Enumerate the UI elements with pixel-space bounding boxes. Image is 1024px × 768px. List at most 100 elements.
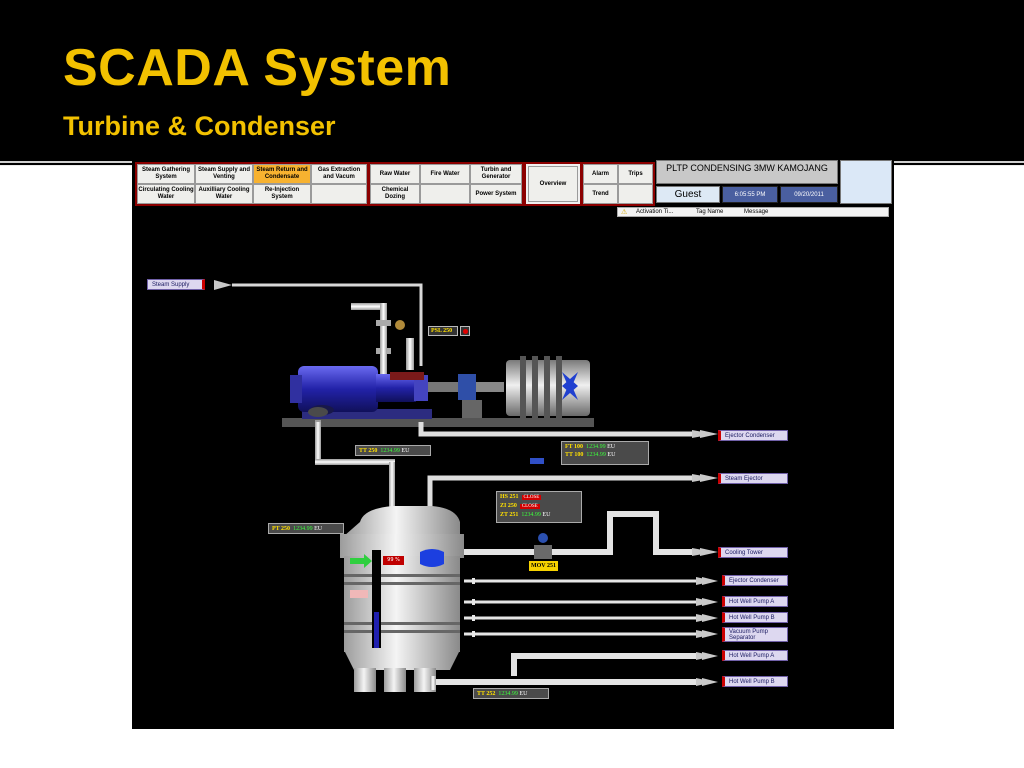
generator bbox=[506, 356, 590, 420]
tt-252-value: 1234.99 bbox=[498, 691, 518, 697]
nav-trend[interactable]: Trend bbox=[583, 184, 618, 204]
exhaust-pipe bbox=[315, 420, 395, 520]
nav-power-system[interactable]: Power System bbox=[470, 184, 522, 204]
nav-gas-extraction[interactable]: Gas Extraction and Vacum bbox=[311, 164, 367, 184]
steam-supply-pipe bbox=[232, 283, 423, 366]
turbine-base bbox=[282, 418, 594, 427]
hs-251-state: CLOSE bbox=[521, 495, 542, 500]
exhaust-pipe-drop bbox=[389, 462, 395, 517]
ft-100-unit: EU bbox=[607, 444, 616, 450]
user-name[interactable]: Guest bbox=[656, 186, 720, 203]
exhaust-pipe-vertical bbox=[315, 422, 321, 462]
nav-turbin-generator[interactable]: Turbin and Generator bbox=[470, 164, 522, 184]
coupling bbox=[428, 374, 504, 418]
tank-outlet-lines bbox=[464, 579, 700, 636]
tt-252-name: TT 252 bbox=[477, 691, 496, 697]
hs-zi-zt-tag[interactable]: HS 251 CLOSE ZI 250 CLOSE ZT 251 1234.99… bbox=[496, 491, 582, 523]
psl-250-indicator[interactable] bbox=[460, 326, 470, 336]
condenser-level-value: 99 % bbox=[383, 556, 404, 565]
psl-250-tag[interactable]: PSL 250 bbox=[428, 326, 458, 336]
nav-alarm[interactable]: Alarm bbox=[583, 164, 618, 184]
dest-hot-well-pump-a-2[interactable]: Hot Well Pump A bbox=[722, 650, 788, 661]
nav-auxiliary-cooling[interactable]: Auxilliary Cooling Water bbox=[195, 184, 253, 204]
scada-screen: Steam Gathering System Steam Supply and … bbox=[132, 160, 894, 729]
zt-251-value: 1234.99 bbox=[521, 512, 541, 518]
flow-arrow bbox=[214, 280, 232, 290]
pt-250-unit: EU bbox=[314, 526, 323, 532]
turbine-inlet-piping bbox=[351, 303, 414, 377]
destination-arrows bbox=[692, 430, 718, 686]
nav-raw-water[interactable]: Raw Water bbox=[370, 164, 420, 184]
slide-subtitle: Turbine & Condenser bbox=[63, 111, 336, 141]
zt-251-unit: EU bbox=[542, 512, 551, 518]
nav-empty-slot[interactable] bbox=[311, 184, 367, 204]
condenser-tank bbox=[340, 506, 464, 692]
tt-252-unit: EU bbox=[519, 691, 528, 697]
nav-steam-return[interactable]: Steam Return and Condensate bbox=[253, 164, 311, 184]
nav-group-overview: Overview bbox=[524, 162, 582, 206]
side-panel bbox=[840, 160, 892, 204]
tt-250-name: TT 250 bbox=[359, 448, 378, 454]
process-diagram bbox=[214, 280, 718, 692]
nav-empty-slot[interactable] bbox=[618, 184, 653, 204]
dest-ejector-condenser[interactable]: Ejector Condenser bbox=[718, 430, 788, 441]
psl-250-name: PSL 250 bbox=[431, 328, 453, 334]
mov-251-actuator[interactable] bbox=[538, 533, 548, 543]
warning-icon: ⚠ bbox=[621, 209, 628, 216]
tt-100-name: TT 100 bbox=[565, 452, 584, 458]
ft-100-name: FT 100 bbox=[565, 444, 584, 450]
tt-250-tag[interactable]: TT 250 1234.99 EU bbox=[355, 445, 431, 456]
dest-cooling-tower[interactable]: Cooling Tower bbox=[718, 547, 788, 558]
ft-100-value: 1234.99 bbox=[586, 444, 606, 450]
tt-252-tag[interactable]: TT 252 1234.99 EU bbox=[473, 688, 549, 699]
dest-hot-well-pump-a[interactable]: Hot Well Pump A bbox=[722, 596, 788, 607]
ft100-valve[interactable] bbox=[530, 458, 544, 464]
pt-250-name: PT 250 bbox=[272, 526, 291, 532]
mov-251-tag[interactable]: MOV 251 bbox=[529, 561, 558, 571]
clock-time: 6:05:55 PM bbox=[722, 186, 778, 203]
nav-trips[interactable]: Trips bbox=[618, 164, 653, 184]
pt-250-value: 1234.99 bbox=[293, 526, 313, 532]
pipe-hot-well-a bbox=[511, 653, 700, 676]
nav-overview[interactable]: Overview bbox=[528, 166, 578, 202]
dest-hot-well-pump-b-2[interactable]: Hot Well Pump B bbox=[722, 676, 788, 687]
hs-251-name: HS 251 bbox=[500, 494, 519, 500]
steam-turbine bbox=[290, 366, 428, 415]
alarm-column-tag[interactable]: Tag Name bbox=[696, 209, 724, 215]
pt-250-tag[interactable]: PT 250 1234.99 EU bbox=[268, 523, 344, 534]
nav-circulating-cooling[interactable]: Circulating Cooling Water bbox=[137, 184, 195, 204]
nav-group-utilities: Raw Water Fire Water Turbin and Generato… bbox=[368, 162, 524, 206]
nav-empty-slot[interactable] bbox=[420, 184, 470, 204]
turbine-skid bbox=[302, 409, 432, 419]
mov-251-valve[interactable] bbox=[534, 545, 552, 559]
pipe-ejector-condenser bbox=[418, 422, 692, 437]
alarm-column-time[interactable]: Activation Ti... bbox=[636, 209, 674, 215]
nav-group-alarms: Alarm Trips Trend bbox=[581, 162, 655, 206]
alarm-column-message[interactable]: Message bbox=[744, 209, 769, 215]
dest-hot-well-pump-b[interactable]: Hot Well Pump B bbox=[722, 612, 788, 623]
exhaust-pipe-horizontal bbox=[315, 459, 395, 465]
zt-251-name: ZT 251 bbox=[500, 512, 519, 518]
dest-vacuum-pump-separator[interactable]: Vacuum Pump Separator bbox=[722, 627, 788, 642]
zi-250-name: ZI 250 bbox=[500, 503, 517, 509]
pipe-steam-ejector bbox=[427, 475, 692, 506]
slide-header: SCADA System Turbine & Condenser bbox=[0, 0, 1024, 160]
tt-100-unit: EU bbox=[607, 452, 616, 458]
nav-chemical-dozing[interactable]: Chemical Dozing bbox=[370, 184, 420, 204]
outlet-markers bbox=[472, 578, 475, 637]
plant-title: PLTP CONDENSING 3MW KAMOJANG bbox=[656, 160, 838, 184]
nav-steam-gathering[interactable]: Steam Gathering System bbox=[137, 164, 195, 184]
zi-250-state: CLOSE bbox=[519, 504, 540, 509]
ft-tt-100-tag[interactable]: FT 100 1234.99 EU TT 100 1234.99 EU bbox=[561, 441, 649, 465]
nav-steam-supply[interactable]: Steam Supply and Venting bbox=[195, 164, 253, 184]
alarm-summary-header: ⚠ Activation Ti... Tag Name Message bbox=[617, 207, 889, 217]
nav-group-systems: Steam Gathering System Steam Supply and … bbox=[135, 162, 369, 206]
steam-supply-source[interactable]: Steam Supply bbox=[147, 279, 205, 290]
pipe-cooling-tower bbox=[462, 511, 692, 555]
tt-250-value: 1234.99 bbox=[380, 448, 400, 454]
dest-ejector-condenser-2[interactable]: Ejector Condenser bbox=[722, 575, 788, 586]
nav-fire-water[interactable]: Fire Water bbox=[420, 164, 470, 184]
dest-steam-ejector[interactable]: Steam Ejector bbox=[718, 473, 788, 484]
clock-date: 09/20/2011 bbox=[780, 186, 838, 203]
nav-reinjection[interactable]: Re-Injection System bbox=[253, 184, 311, 204]
